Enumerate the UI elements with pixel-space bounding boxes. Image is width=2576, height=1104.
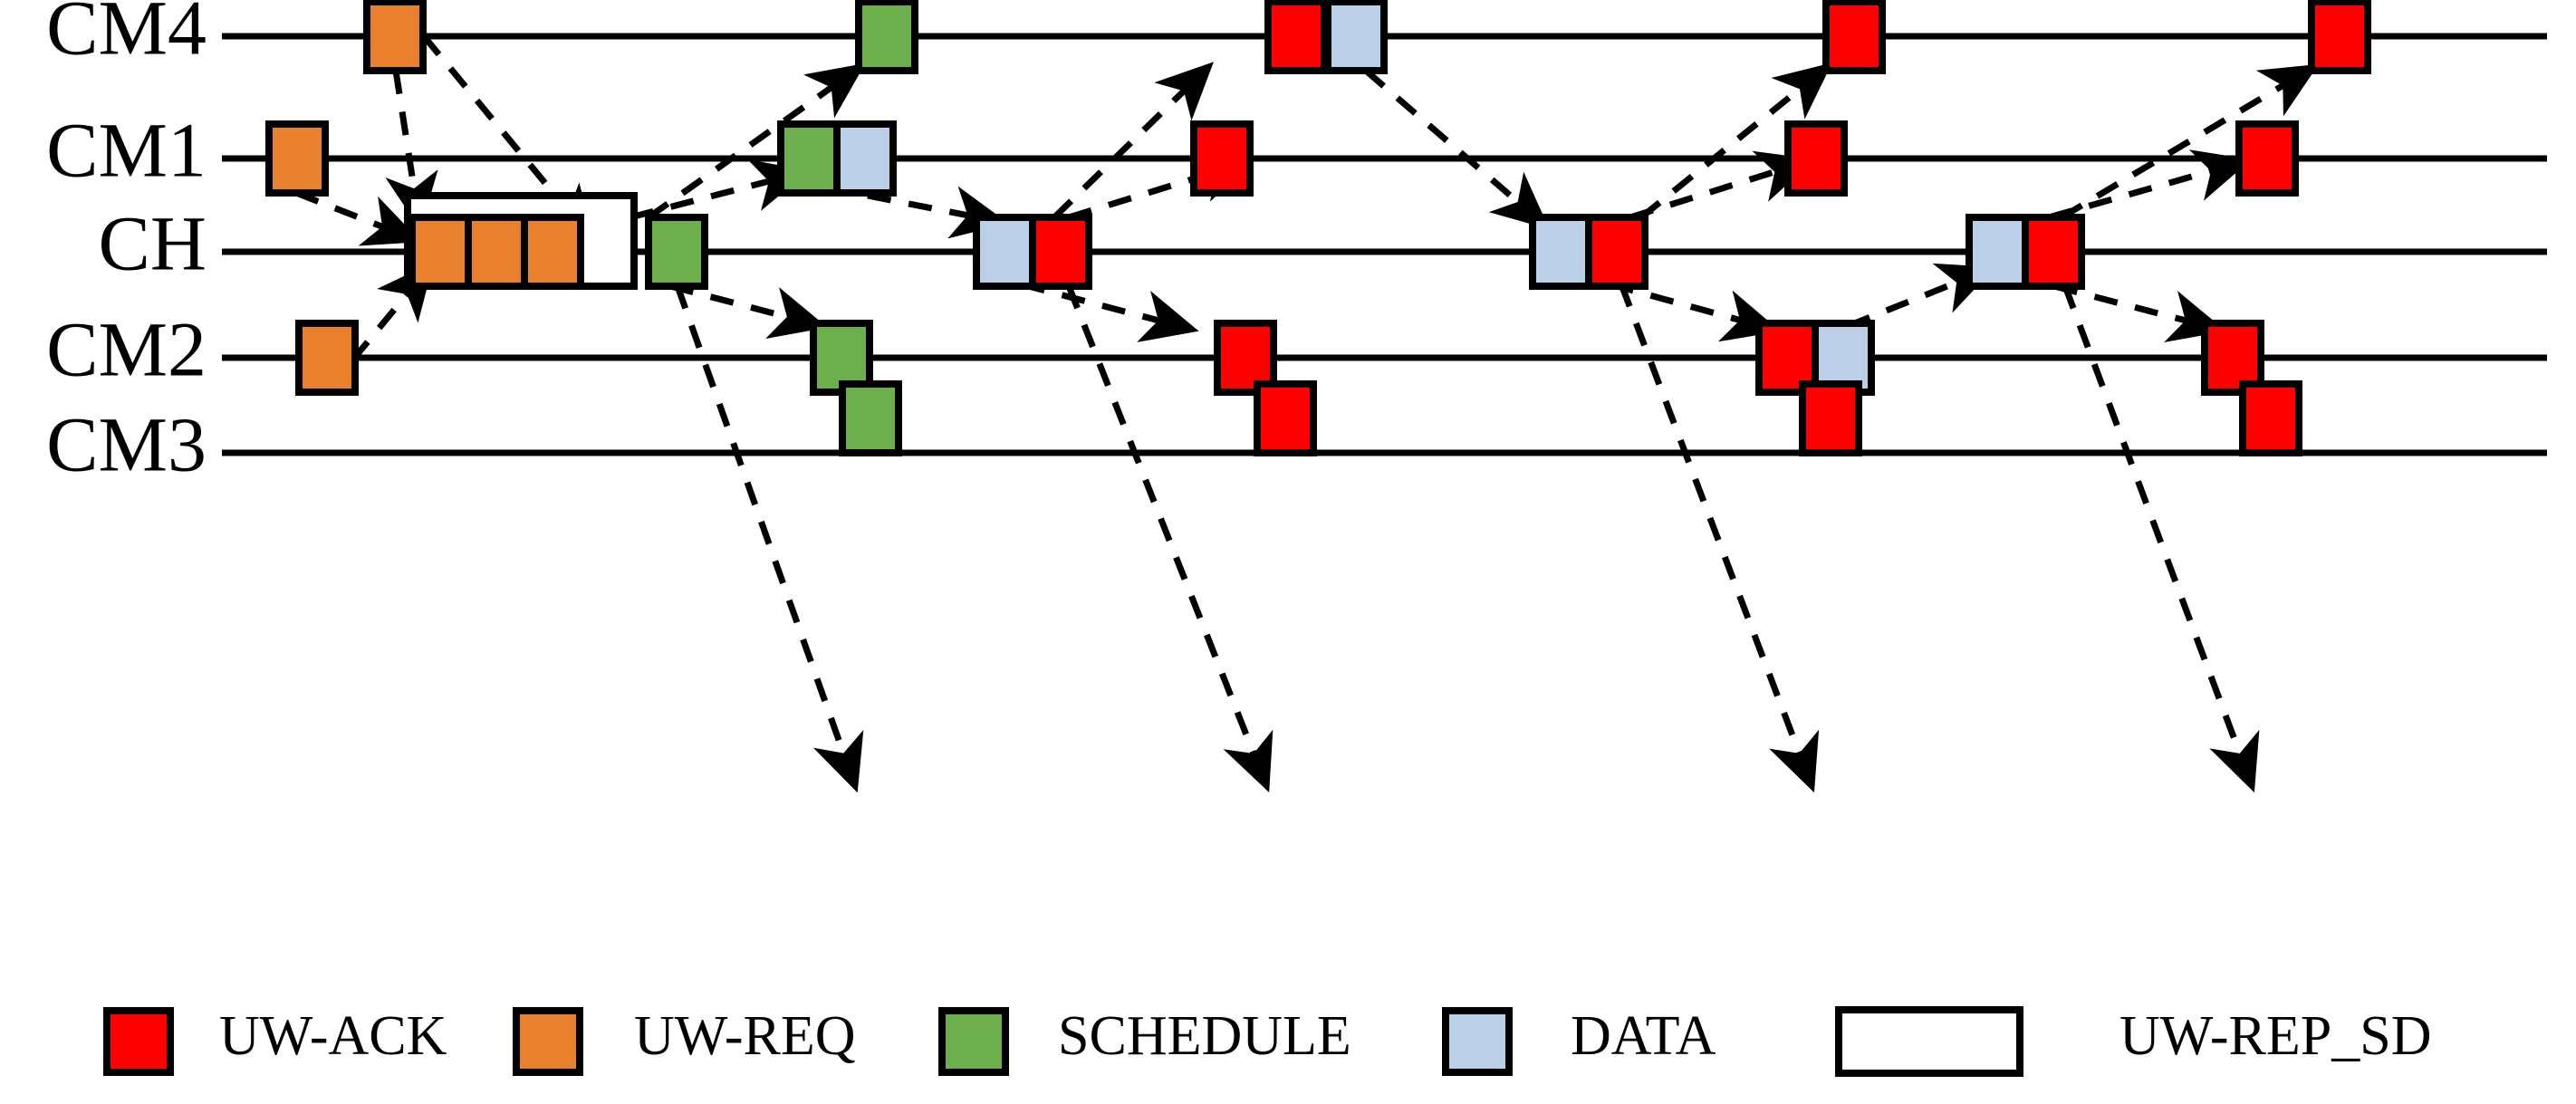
packet-uw-ack-cm4-2[interactable] <box>1264 0 1328 74</box>
message-arrows <box>294 34 2320 793</box>
message-arrow-14 <box>1610 281 1781 342</box>
message-arrow-18 <box>1846 263 1995 330</box>
legend-label-uw-ack: UW-ACK <box>219 1005 447 1067</box>
packet-uw-ack-cm3-30[interactable] <box>1799 380 1862 456</box>
packet-schedule-cm3-28[interactable] <box>839 380 902 456</box>
message-arrow-22 <box>2062 284 2260 793</box>
packet-uw-ack-cm3-29[interactable] <box>1254 380 1317 456</box>
packet-uw-ack-cm4-5[interactable] <box>2308 0 2371 74</box>
message-arrow-11 <box>1067 150 1257 221</box>
message-arrow-8 <box>867 186 1009 239</box>
row-label-cm3: CM3 <box>46 401 207 488</box>
message-arrow-13 <box>1363 68 1550 230</box>
message-arrow-12 <box>1065 284 1274 793</box>
message-arrow-4 <box>630 158 810 221</box>
packet-uw-ack-cm3-31[interactable] <box>2239 380 2302 456</box>
message-arrow-2 <box>323 262 434 395</box>
legend-label-uw-req: UW-REQ <box>634 1005 856 1067</box>
legend: UW-ACK UW-REQ SCHEDULE DATA UW-REP_SD <box>103 1005 2431 1077</box>
packet-uw-ack-ch-19[interactable] <box>1585 214 1648 290</box>
message-arrow-7 <box>674 284 864 793</box>
packet-uw-ack-cm1-11[interactable] <box>2235 120 2299 197</box>
packet-schedule-ch-15[interactable] <box>645 214 708 290</box>
message-arrow-5 <box>646 62 866 220</box>
message-arrow-1 <box>294 189 422 246</box>
row-label-cm2: CM2 <box>46 306 207 393</box>
row-label-cm1: CM1 <box>46 107 207 194</box>
message-arrow-9 <box>1021 281 1199 342</box>
row-label-cm4: CM4 <box>46 0 207 72</box>
legend-swatch-data <box>1442 1007 1513 1076</box>
legend-label-schedule: SCHEDULE <box>1058 1005 1351 1067</box>
packet-schedule-cm4-1[interactable] <box>855 0 918 74</box>
row-label-ch: CH <box>99 200 207 287</box>
packet-uw-ack-ch-21[interactable] <box>2022 214 2085 290</box>
packet-uw-ack-cm4-4[interactable] <box>1822 0 1886 74</box>
message-arrow-6 <box>669 283 828 339</box>
packet-data-ch-20[interactable] <box>1966 214 2029 290</box>
packet-uw-req-cm1-6[interactable] <box>265 120 329 197</box>
legend-swatch-uw-ack <box>103 1007 174 1076</box>
packet-uw-req-ch-12[interactable] <box>409 214 472 290</box>
legend-swatch-uw-rep-sd <box>1835 1006 2023 1077</box>
legend-label-data: DATA <box>1571 1005 1716 1067</box>
message-arrow-20 <box>2060 63 2320 221</box>
packet-blocks <box>265 0 2371 456</box>
packet-data-ch-18[interactable] <box>1529 214 1592 290</box>
legend-label-uw-rep-sd: UW-REP_SD <box>2119 1005 2431 1067</box>
packet-schedule-cm1-7[interactable] <box>777 120 841 197</box>
legend-swatch-schedule <box>938 1007 1009 1076</box>
packet-uw-ack-cm2-24[interactable] <box>1214 320 1277 396</box>
message-arrow-19 <box>2048 149 2252 221</box>
packet-uw-ack-cm1-9[interactable] <box>1190 120 1254 197</box>
packet-uw-req-cm2-22[interactable] <box>295 320 359 396</box>
message-arrow-21 <box>2053 283 2226 343</box>
packet-data-cm1-8[interactable] <box>833 120 897 197</box>
packet-data-ch-16[interactable] <box>973 214 1036 290</box>
packet-uw-req-ch-14[interactable] <box>521 214 584 290</box>
message-arrow-16 <box>1629 150 1815 221</box>
message-arrow-10 <box>1052 62 1215 220</box>
message-arrow-15 <box>1618 283 1820 793</box>
packet-uw-ack-ch-17[interactable] <box>1029 214 1092 290</box>
packet-data-cm4-3[interactable] <box>1324 0 1388 74</box>
legend-swatch-uw-req <box>513 1007 583 1076</box>
packet-uw-req-ch-13[interactable] <box>465 214 528 290</box>
packet-uw-req-cm4-0[interactable] <box>363 0 427 74</box>
packet-uw-ack-cm1-10[interactable] <box>1784 120 1848 197</box>
